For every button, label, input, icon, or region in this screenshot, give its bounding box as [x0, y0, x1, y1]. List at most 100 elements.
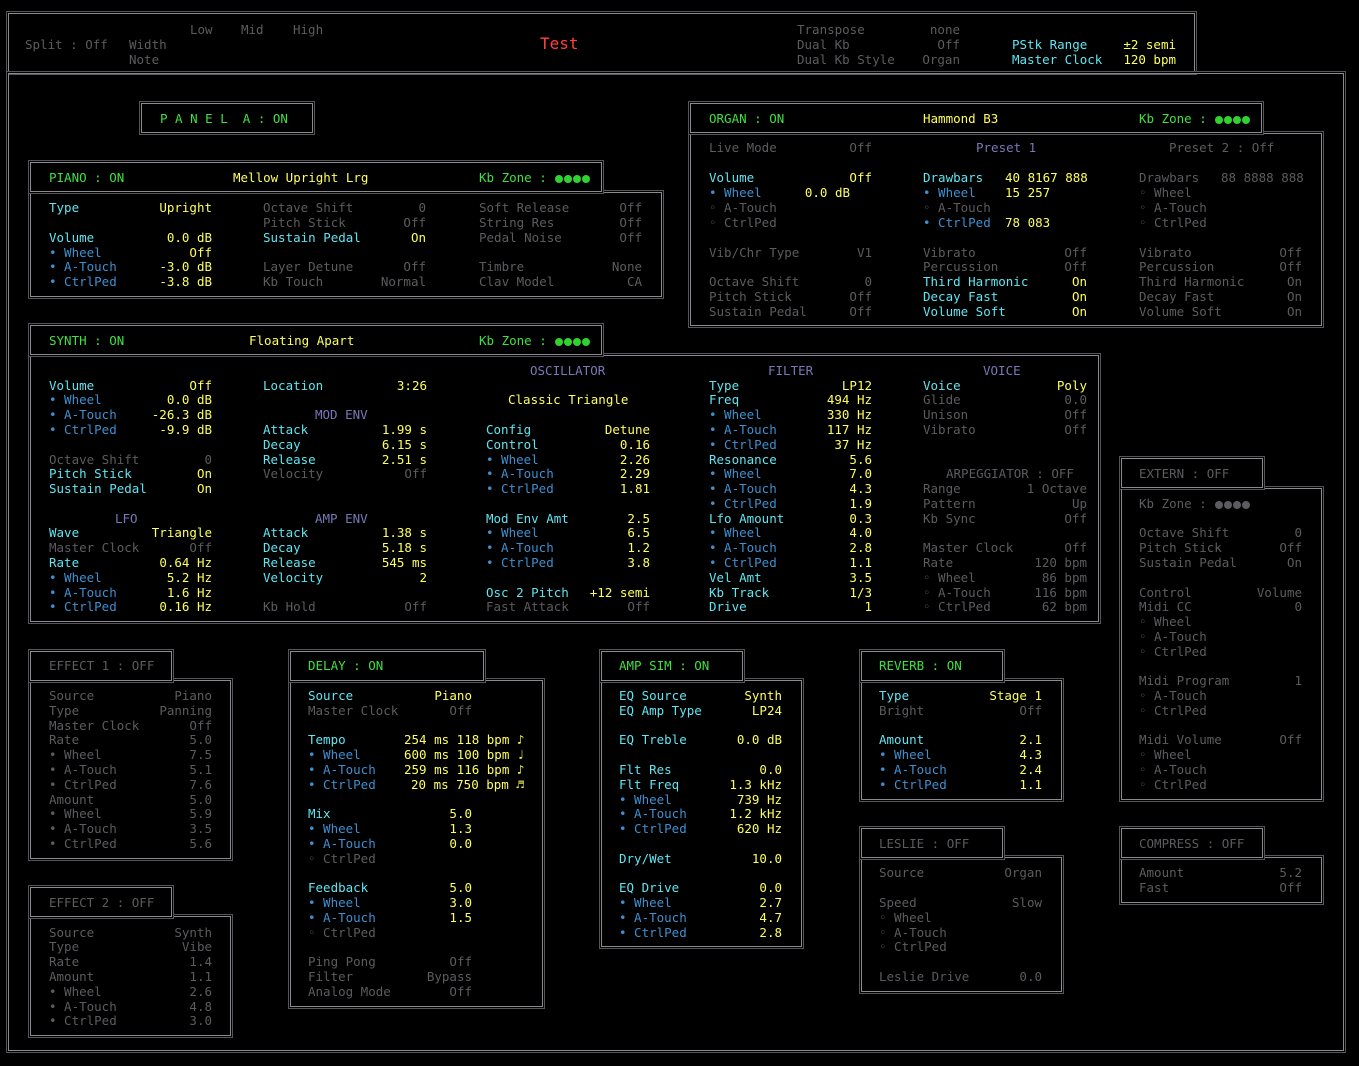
leslie-speed-value[interactable]: Slow — [1011, 895, 1042, 910]
effect1-tab[interactable] — [30, 651, 172, 681]
organ-p2-vibrato-value[interactable]: Off — [1279, 245, 1302, 260]
organ-decay-fast-value[interactable]: On — [1071, 289, 1087, 304]
effect2-wheel-value[interactable]: 2.6 — [189, 984, 212, 999]
effect1-amount-wheel-value[interactable]: 5.9 — [189, 806, 212, 821]
synth-res-wheel-value[interactable]: 7.0 — [849, 466, 872, 481]
effect2-atouch-value[interactable]: 4.8 — [189, 999, 212, 1014]
effect1-rate-ctrlped-value[interactable]: 7.6 — [189, 777, 212, 792]
ampsim-drive-ctrlped-value[interactable]: 2.8 — [759, 925, 782, 940]
delay-tempo-atouch-value[interactable]: 259 ms 116 bpm ♪ — [404, 762, 525, 777]
effect1-amount-atouch-value[interactable]: 3.5 — [189, 821, 212, 836]
effect1-type-value[interactable]: Panning — [159, 703, 212, 718]
synth-control-value[interactable]: 0.16 — [619, 437, 650, 452]
synth-amp-release-value[interactable]: 545 ms — [381, 555, 427, 570]
delay-tempo-ctrlped-value[interactable]: 20 ms 750 bpm ♬ — [411, 777, 524, 792]
delay-tab[interactable] — [290, 651, 484, 681]
delay-analog-mode-value[interactable]: Off — [449, 984, 472, 999]
ampsim-flt-ctrlped-value[interactable]: 620 Hz — [736, 821, 782, 836]
effect1-rate-atouch-value[interactable]: 5.1 — [189, 762, 212, 777]
compress-tab[interactable] — [1121, 828, 1263, 858]
reverb-wheel-value[interactable]: 4.3 — [1019, 747, 1042, 762]
synth-control-wheel-value[interactable]: 2.26 — [619, 452, 650, 467]
synth-arp-ctrlped-value[interactable]: 62 bpm — [1041, 599, 1087, 614]
split-label[interactable]: Split : Off — [25, 37, 108, 52]
piano-layer-detune-value[interactable]: Off — [403, 259, 426, 274]
synth-mod-release-value[interactable]: 2.51 s — [381, 452, 427, 467]
synth-unison-value[interactable]: Off — [1064, 407, 1087, 422]
compress-amount-value[interactable]: 5.2 — [1279, 865, 1302, 880]
synth-arp-kb-sync-value[interactable]: Off — [1064, 511, 1087, 526]
piano-sustain-value[interactable]: On — [410, 230, 426, 245]
ampsim-flt-freq-value[interactable]: 1.3 kHz — [729, 777, 782, 792]
dual-kb-style-value[interactable]: Organ — [922, 52, 960, 67]
synth-mod-env-amt-value[interactable]: 2.5 — [627, 511, 650, 526]
piano-atouch-value[interactable]: -3.0 dB — [159, 259, 212, 274]
effect1-amount-ctrlped-value[interactable]: 5.6 — [189, 836, 212, 851]
leslie-drive-value[interactable]: 0.0 — [1019, 969, 1042, 984]
effect2-amount-value[interactable]: 1.1 — [189, 969, 212, 984]
delay-feedback-atouch-value[interactable]: 1.5 — [449, 910, 472, 925]
synth-res-ctrlped-value[interactable]: 1.9 — [849, 496, 872, 511]
organ-third-harmonic-value[interactable]: On — [1071, 274, 1087, 289]
organ-pitch-stick-value[interactable]: Off — [849, 289, 872, 304]
panel-a-tab[interactable] — [141, 103, 313, 133]
synth-arp-pattern-value[interactable]: Up — [1071, 496, 1087, 511]
piano-timbre-value[interactable]: None — [611, 259, 642, 274]
piano-pedal-noise-value[interactable]: Off — [619, 230, 642, 245]
piano-kb-touch-value[interactable]: Normal — [380, 274, 426, 289]
synth-arpeggiator-heading[interactable]: ARPEGGIATOR : OFF — [946, 466, 1074, 481]
delay-feedback-value[interactable]: 5.0 — [449, 880, 472, 895]
synth-lfo-amount-value[interactable]: 0.3 — [849, 511, 872, 526]
delay-filter-value[interactable]: Bypass — [426, 969, 472, 984]
synth-mod-decay-value[interactable]: 6.15 s — [381, 437, 427, 452]
organ-kbzone[interactable]: Kb Zone : — [1139, 111, 1251, 126]
ampsim-drive-atouch-value[interactable]: 4.7 — [759, 910, 782, 925]
piano-soft-release-value[interactable]: Off — [619, 200, 642, 215]
delay-mix-atouch-value[interactable]: 0.0 — [449, 836, 472, 851]
extern-midi-volume-value[interactable]: Off — [1279, 732, 1302, 747]
leslie-source-value[interactable]: Organ — [1004, 865, 1042, 880]
reverb-type-value[interactable]: Stage 1 — [989, 688, 1042, 703]
ampsim-flt-res-value[interactable]: 0.0 — [759, 762, 782, 777]
effect1-rate-value[interactable]: 5.0 — [189, 732, 212, 747]
effect2-tab[interactable] — [30, 887, 172, 917]
reverb-ctrlped-value[interactable]: 1.1 — [1019, 777, 1042, 792]
synth-lfo-wheel-value[interactable]: 5.2 Hz — [166, 570, 212, 585]
synth-kbzone[interactable]: Kb Zone : — [479, 333, 591, 348]
organ-p2-percussion-value[interactable]: Off — [1279, 259, 1302, 274]
delay-mix-wheel-value[interactable]: 1.3 — [449, 821, 472, 836]
organ-p2-third-harmonic-value[interactable]: On — [1286, 274, 1302, 289]
ampsim-eq-source-value[interactable]: Synth — [744, 688, 782, 703]
synth-arp-wheel-value[interactable]: 86 bpm — [1041, 570, 1087, 585]
synth-lfo-master-clock-value[interactable]: Off — [189, 540, 212, 555]
synth-voice-value[interactable]: Poly — [1056, 378, 1087, 393]
synth-pitch-stick-value[interactable]: On — [196, 466, 212, 481]
piano-clav-model-value[interactable]: CA — [626, 274, 642, 289]
synth-mod-env-wheel-value[interactable]: 6.5 — [627, 525, 650, 540]
reverb-bright-value[interactable]: Off — [1019, 703, 1042, 718]
piano-preset[interactable]: Mellow Upright Lrg — [233, 170, 369, 185]
piano-type-value[interactable]: Upright — [159, 200, 212, 215]
ampsim-eq-amp-type-value[interactable]: LP24 — [751, 703, 782, 718]
pstk-range-value[interactable]: ±2 semi — [1123, 37, 1176, 52]
compress-fast-value[interactable]: Off — [1279, 880, 1302, 895]
reverb-tab[interactable] — [861, 651, 1003, 681]
delay-source-value[interactable]: Piano — [434, 688, 472, 703]
piano-tab[interactable] — [30, 162, 602, 192]
organ-preset-1-tab[interactable]: Preset 1 — [976, 140, 1037, 155]
reverb-amount-value[interactable]: 2.1 — [1019, 732, 1042, 747]
synth-osc2-pitch-value[interactable]: +12 semi — [589, 585, 650, 600]
synth-arp-atouch-value[interactable]: 116 bpm — [1034, 585, 1087, 600]
synth-lfo-rate-value[interactable]: 0.64 Hz — [159, 555, 212, 570]
ampsim-tab[interactable] — [601, 651, 743, 681]
extern-kbzone[interactable]: Kb Zone : — [1139, 496, 1251, 511]
organ-volume-value[interactable]: Off — [849, 170, 872, 185]
delay-ping-pong-value[interactable]: Off — [449, 954, 472, 969]
synth-atouch-value[interactable]: -26.3 dB — [151, 407, 212, 422]
synth-lfo-amt-wheel-value[interactable]: 4.0 — [849, 525, 872, 540]
effect2-rate-value[interactable]: 1.4 — [189, 954, 212, 969]
synth-freq-ctrlped-value[interactable]: 37 Hz — [834, 437, 872, 452]
delay-feedback-wheel-value[interactable]: 3.0 — [449, 895, 472, 910]
synth-osc-type[interactable]: Classic Triangle — [508, 392, 629, 407]
ampsim-dry-wet-value[interactable]: 10.0 — [751, 851, 782, 866]
